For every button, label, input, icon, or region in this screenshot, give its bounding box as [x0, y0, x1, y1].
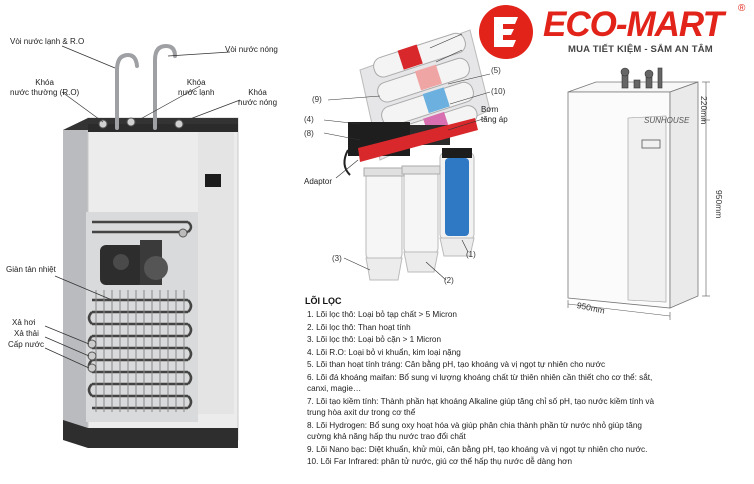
brand-slogan: MUA TIẾT KIỆM - SẮM AN TÂM — [568, 44, 713, 55]
list-item: 7. Lõi tạo kiềm tính: Thành phần hạt kho… — [307, 396, 655, 418]
number-8: (8) — [304, 129, 314, 138]
number-1: (1) — [466, 250, 476, 259]
number-5: (5) — [491, 66, 501, 75]
filter-list: 1. Lõi lọc thô: Loại bỏ tạp chất > 5 Mic… — [307, 309, 657, 469]
dim-body-height: 950mm — [714, 190, 724, 219]
list-item: 5. Lõi than hoạt tính tráng: Cân bằng pH… — [307, 360, 606, 369]
brand-name: ECO-MART — [543, 5, 724, 44]
number-2: (2) — [444, 276, 454, 285]
label-normal-lock: Khóa nước thường (R.O) — [10, 78, 80, 97]
label-cold-lock: Khóa nước lạnh — [178, 78, 215, 97]
dispenser-illustration — [44, 43, 241, 448]
dim-top-height: 220mm — [699, 96, 709, 125]
filter-list-title: LÕI LỌC — [305, 296, 342, 306]
registered-mark: ® — [738, 3, 746, 14]
list-item: 6. Lõi đá khoáng maifan: Bổ sung vi lượn… — [307, 372, 653, 394]
number-3: (3) — [332, 254, 342, 263]
label-hot-tap: Vòi nước nóng — [225, 45, 278, 54]
list-item: 8. Lõi Hydrogen: Bổ sung oxy hoạt hóa và… — [307, 420, 642, 442]
label-heat-sink: Giàn tản nhiệt — [6, 265, 56, 274]
number-4: (4) — [304, 115, 314, 124]
eco-mart-logo-icon — [479, 5, 533, 59]
filter-assembly-illustration — [323, 29, 491, 281]
label-vent: Xả hơi — [12, 318, 36, 327]
list-item: 1. Lõi lọc thô: Loại bỏ tạp chất > 5 Mic… — [307, 310, 457, 319]
label-drain: Xả thải — [14, 329, 39, 338]
list-item: 4. Lõi R.O: Loại bỏ vi khuẩn, kim loại n… — [307, 347, 461, 357]
list-item: 10. Lõi Far Infrared: phân tử nước, giú … — [307, 457, 573, 466]
label-cold-ro-tap: Vòi nước lạnh & R.O — [10, 37, 85, 46]
unit-brand-label: SUNHOUSE — [644, 116, 690, 125]
list-item: 9. Lõi Nano bạc: Diệt khuẩn, khử mùi, câ… — [307, 444, 648, 454]
list-item: 3. Lõi lọc thô: Loại bỏ cặn > 1 Micron — [307, 335, 442, 344]
list-item: 2. Lõi lọc thô: Than hoạt tính — [307, 322, 411, 332]
number-10: (10) — [491, 87, 506, 96]
label-adaptor: Adaptor — [304, 177, 333, 186]
dimension-drawing — [567, 67, 710, 320]
label-pump: Bơm tăng áp — [481, 105, 508, 124]
label-water-supply: Cấp nước — [8, 340, 44, 349]
number-9: (9) — [312, 95, 322, 104]
label-hot-lock: Khóa nước nóng — [238, 88, 278, 107]
